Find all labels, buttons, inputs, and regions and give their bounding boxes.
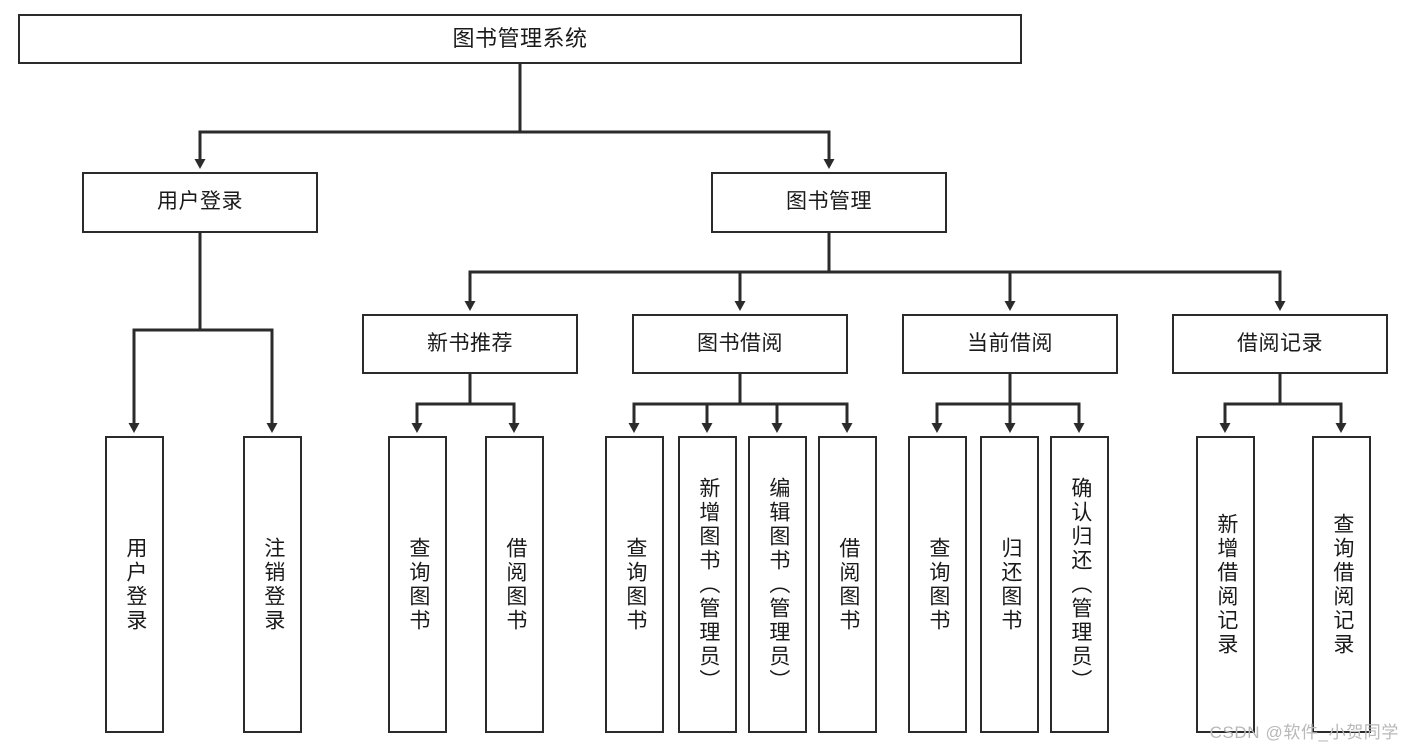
edge-user-login-to-leaf-user-login	[128, 233, 202, 433]
node-leaf-confirm-return-label: 确认归还（管理员）	[1068, 476, 1092, 693]
node-root-label: 图书管理系统	[452, 26, 588, 52]
node-leaf-borrow-book-1-label: 借阅图书	[503, 536, 527, 633]
node-leaf-query-record-label: 查询借阅记录	[1330, 512, 1354, 657]
edge-current-borrow-to-leaf-query-book-3	[931, 374, 1012, 433]
node-leaf-user-login[interactable]: 用户登录	[105, 436, 164, 733]
node-book-borrow-label: 图书借阅	[697, 331, 783, 355]
node-current-borrow[interactable]: 当前借阅	[902, 314, 1118, 374]
node-book-manage-label: 图书管理	[786, 190, 872, 214]
edge-book-manage-to-new-book-recommend	[464, 233, 831, 311]
node-new-book-recommend[interactable]: 新书推荐	[362, 314, 578, 374]
edge-book-borrow-to-leaf-add-book	[701, 402, 740, 433]
node-current-borrow-label: 当前借阅	[967, 331, 1053, 355]
node-leaf-borrow-book-2[interactable]: 借阅图书	[818, 436, 877, 733]
node-leaf-return-book[interactable]: 归还图书	[980, 436, 1039, 733]
edge-new-book-recommend-to-leaf-query-book-1	[411, 374, 472, 433]
edge-book-manage-to-current-borrow	[829, 270, 1016, 311]
edge-root-to-user-login	[194, 64, 522, 169]
node-book-manage[interactable]: 图书管理	[711, 172, 947, 233]
node-root[interactable]: 图书管理系统	[18, 14, 1022, 64]
node-leaf-query-book-1-label: 查询图书	[406, 536, 430, 633]
edge-user-login-to-leaf-logout	[200, 328, 278, 433]
node-borrow-record-label: 借阅记录	[1237, 331, 1323, 355]
edge-book-manage-to-borrow-record	[829, 270, 1286, 311]
node-leaf-add-record-label: 新增借阅记录	[1214, 512, 1238, 657]
edge-borrow-record-to-leaf-query-record	[1280, 402, 1347, 433]
node-leaf-add-book[interactable]: 新增图书（管理员）	[678, 436, 737, 733]
edge-book-borrow-to-leaf-query-book-2	[628, 374, 742, 433]
edge-root-to-book-manage	[520, 130, 835, 169]
node-leaf-edit-book[interactable]: 编辑图书（管理员）	[748, 436, 807, 733]
edge-book-borrow-to-leaf-edit-book	[740, 402, 783, 433]
node-leaf-query-book-3-label: 查询图书	[926, 536, 950, 633]
node-leaf-logout[interactable]: 注销登录	[243, 436, 302, 733]
node-leaf-confirm-return[interactable]: 确认归还（管理员）	[1050, 436, 1109, 733]
node-new-book-recommend-label: 新书推荐	[427, 331, 513, 355]
node-leaf-query-book-3[interactable]: 查询图书	[908, 436, 967, 733]
node-leaf-query-book-2[interactable]: 查询图书	[605, 436, 664, 733]
node-leaf-logout-label: 注销登录	[261, 536, 285, 633]
edge-new-book-recommend-to-leaf-borrow-book-1	[470, 402, 520, 433]
node-user-login-label: 用户登录	[157, 190, 243, 214]
edge-current-borrow-to-leaf-confirm-return	[1010, 402, 1085, 433]
node-leaf-query-record[interactable]: 查询借阅记录	[1312, 436, 1371, 733]
node-leaf-add-book-label: 新增图书（管理员）	[696, 476, 720, 693]
node-leaf-query-book-2-label: 查询图书	[623, 536, 647, 633]
node-user-login[interactable]: 用户登录	[82, 172, 318, 233]
node-leaf-return-book-label: 归还图书	[998, 536, 1022, 633]
node-book-borrow[interactable]: 图书借阅	[632, 314, 848, 374]
edge-book-borrow-to-leaf-borrow-book-2	[740, 402, 853, 433]
edge-group	[128, 64, 1347, 433]
edge-book-manage-to-book-borrow	[734, 270, 829, 311]
node-leaf-borrow-book-1[interactable]: 借阅图书	[485, 436, 544, 733]
node-leaf-user-login-label: 用户登录	[123, 536, 147, 633]
node-leaf-add-record[interactable]: 新增借阅记录	[1196, 436, 1255, 733]
node-leaf-borrow-book-2-label: 借阅图书	[836, 536, 860, 633]
node-leaf-query-book-1[interactable]: 查询图书	[388, 436, 447, 733]
node-borrow-record[interactable]: 借阅记录	[1172, 314, 1388, 374]
node-leaf-edit-book-label: 编辑图书（管理员）	[766, 476, 790, 693]
edge-borrow-record-to-leaf-add-record	[1219, 374, 1282, 433]
